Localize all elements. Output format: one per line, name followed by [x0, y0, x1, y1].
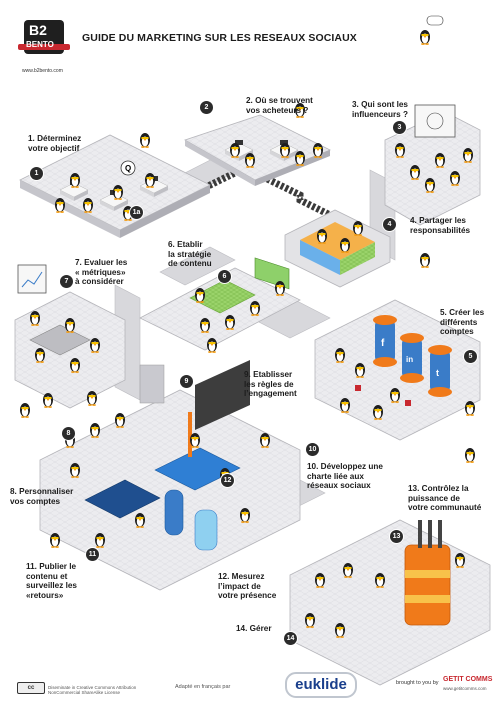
- central-hall: [39, 360, 301, 591]
- cc-badge: cc: [17, 682, 45, 694]
- step-2-badge: 2: [200, 101, 213, 114]
- step-14-label: 14. Gérer: [236, 624, 272, 633]
- step-13-label: 13. Contrôlez la puissance de votre comm…: [408, 484, 482, 512]
- logo-bottom-text: BENTO: [26, 40, 54, 49]
- step-11-label: 11. Publier le contenu et surveillez les…: [26, 562, 77, 600]
- step-6-label: 6. Etablir la stratégie de contenu: [168, 240, 212, 268]
- room-5: f in t: [314, 299, 481, 441]
- step-12-label: 12. Mesurez l’impact de votre présence: [218, 572, 277, 600]
- svg-text:f: f: [381, 338, 385, 349]
- step-8-badge: 8: [62, 427, 75, 440]
- logo-top-text: B2: [29, 22, 47, 38]
- facebook-icon: f: [373, 315, 397, 367]
- step-13-badge: 13: [390, 530, 403, 543]
- conveyor-belt: [198, 164, 372, 239]
- step-14-badge: 14: [284, 632, 297, 645]
- step-9-badge: 9: [180, 375, 193, 388]
- euklide-logo[interactable]: euklide: [285, 672, 357, 698]
- twitter-icon: t: [428, 345, 452, 397]
- b2bento-logo: B2 BENTO: [16, 16, 74, 60]
- license-text: Diseminate in Creative Commons Attributi…: [48, 685, 137, 695]
- speech-bubble-icon: [426, 15, 444, 26]
- step-8-label: 8. Personnaliser vos comptes: [10, 487, 74, 506]
- step-10-badge: 10: [306, 443, 319, 456]
- step-5-badge: 5: [464, 350, 477, 363]
- adapted-text: Adapté en français par: [175, 684, 231, 690]
- step-2-label: 2. Où se trouvent vos acheteurs ?: [246, 96, 313, 115]
- room-4: [284, 209, 391, 288]
- step-7-label: 7. Evaluer les « métriques» à considérer: [75, 258, 128, 286]
- getit-logo[interactable]: GETIT COMMS: [443, 676, 493, 683]
- step-6-badge: 6: [218, 270, 231, 283]
- step-4-badge: 4: [383, 218, 396, 231]
- step-4-label: 4. Partager les responsabilités: [410, 216, 471, 235]
- room-3: [384, 104, 481, 226]
- step-1-label: 1. Déterminez votre objectif: [28, 134, 82, 153]
- step-3-badge: 3: [393, 121, 406, 134]
- linkedin-icon: in: [400, 333, 424, 383]
- step-3-label: 3. Qui sont les influenceurs ?: [352, 100, 408, 119]
- room-2: [184, 114, 331, 186]
- svg-text:in: in: [406, 355, 413, 364]
- room-7: [14, 264, 126, 409]
- brought-text: brought to you by: [396, 680, 439, 686]
- penguin-icon: [420, 30, 430, 45]
- step-1a-badge: 1a: [130, 206, 143, 219]
- step-12-badge: 12: [221, 474, 234, 487]
- step-10-label: 10. Développez une charte liée aux résea…: [307, 462, 383, 490]
- room-1: Q: [19, 134, 211, 238]
- svg-text:t: t: [436, 368, 439, 378]
- room-6: [139, 257, 301, 353]
- step-1-badge: 1: [30, 167, 43, 180]
- getit-url[interactable]: www.getitcomms.com: [443, 686, 487, 691]
- svg-text:Q: Q: [125, 164, 131, 173]
- step-7-badge: 7: [60, 275, 73, 288]
- page-title: GUIDE DU MARKETING SUR LES RESEAUX SOCIA…: [82, 32, 357, 44]
- room-13: [289, 519, 491, 686]
- step-11-badge: 11: [86, 548, 99, 561]
- site-url: www.b2bento.com: [22, 68, 63, 74]
- step-5-label: 5. Créer les différents comptes: [440, 308, 485, 336]
- step-9-label: 9. Etablisser les règles de l’engagement: [244, 370, 297, 398]
